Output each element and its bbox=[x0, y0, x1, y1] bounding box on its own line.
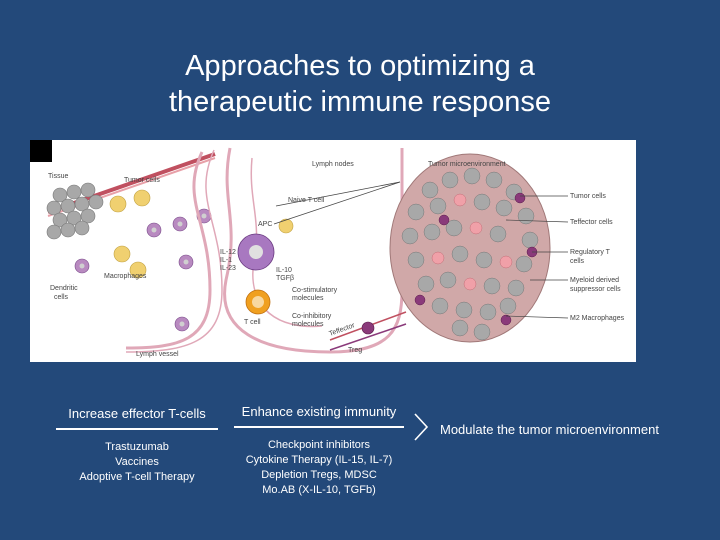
label-costim-1: Co-stimulatory bbox=[292, 287, 338, 294]
label-tumor-microenvironment: Tumor microenvironment bbox=[428, 161, 506, 168]
approach-immunity-heading: Enhance existing immunity bbox=[241, 404, 397, 419]
label-tissue: Tissue bbox=[48, 173, 68, 180]
label-teffector-cells: Teffector cells bbox=[570, 219, 613, 226]
tumor-mass-cells bbox=[401, 167, 539, 341]
panel-marker bbox=[30, 140, 52, 162]
title-line-1: Approaches to optimizing a bbox=[185, 50, 535, 82]
list-item: Mo.AB (X-IL-10, TGFb) bbox=[262, 484, 376, 496]
tumor-cluster-left bbox=[46, 182, 104, 240]
label-apc: APC bbox=[258, 221, 272, 228]
label-mdsc-2: suppressor cells bbox=[570, 286, 621, 293]
tumor-mass bbox=[389, 153, 551, 343]
label-t-cell: T cell bbox=[244, 319, 261, 326]
list-item: Adoptive T-cell Therapy bbox=[79, 471, 195, 483]
lymph-node-outline bbox=[223, 147, 404, 354]
label-macrophages: Macrophages bbox=[104, 273, 147, 280]
tumor-mass-effector-cells bbox=[431, 193, 513, 291]
label-lymph-nodes: Lymph nodes bbox=[312, 161, 354, 168]
approach-immunity: Enhance existing immunity Checkpoint inh… bbox=[234, 404, 404, 498]
label-leader-lines bbox=[505, 195, 569, 319]
label-mdsc-1: Myeloid derived bbox=[570, 277, 619, 284]
label-costim-2: molecules bbox=[292, 295, 324, 302]
dendritic-cells bbox=[74, 208, 212, 332]
label-regulatory-t-2: cells bbox=[570, 258, 585, 265]
list-item: Vaccines bbox=[115, 456, 159, 468]
list-item: Depletion Tregs, MDSC bbox=[261, 469, 377, 481]
chevron-right-icon bbox=[414, 413, 429, 441]
approach-effector-divider bbox=[56, 428, 218, 430]
label-coinhib-2: molecules bbox=[292, 321, 324, 328]
lymph-vessel bbox=[125, 151, 212, 350]
list-item: Checkpoint inhibitors bbox=[267, 439, 371, 451]
label-tumor-cells-left: Tumor cells bbox=[124, 177, 160, 184]
approach-effector-heading: Increase effector T-cells bbox=[68, 406, 206, 421]
label-naive-t-cell: Naive T cell bbox=[288, 197, 325, 204]
label-m2-macrophages: M2 Macrophages bbox=[570, 315, 625, 322]
approach-immunity-divider bbox=[234, 426, 404, 428]
label-coinhib-1: Co-inhibitory bbox=[292, 313, 332, 320]
label-il12: IL-12 bbox=[220, 249, 236, 256]
label-lymph-vessel: Lymph vessel bbox=[136, 351, 179, 358]
label-treg: Treg bbox=[348, 347, 362, 354]
label-il10: IL-10 bbox=[276, 267, 292, 274]
slide-title: Approaches to optimizing a therapeutic i… bbox=[0, 48, 720, 120]
approach-effector: Increase effector T-cells Trastuzumab Va… bbox=[56, 406, 218, 485]
label-dendritic-1: Dendritic bbox=[50, 285, 78, 292]
label-dendritic-2: cells bbox=[54, 294, 69, 301]
list-item: Trastuzumab bbox=[105, 441, 169, 453]
label-tgfb: TGFβ bbox=[276, 275, 294, 282]
approach-microenvironment-heading: Modulate the tumor microenvironment bbox=[440, 422, 659, 437]
naive-t-cell bbox=[278, 218, 294, 234]
macrophage-cells bbox=[109, 189, 151, 279]
label-il23: IL-23 bbox=[220, 265, 236, 272]
label-il1: IL-1 bbox=[220, 257, 232, 264]
list-item: Cytokine Therapy (IL-15, IL-7) bbox=[245, 454, 393, 466]
label-regulatory-t-1: Regulatory T bbox=[570, 249, 611, 256]
immune-response-figure: Tissue Tumor cells Macrophages Dendritic… bbox=[30, 140, 636, 362]
tumor-mass-treg-cells bbox=[414, 192, 538, 326]
figure-illustration: Tissue Tumor cells Macrophages Dendritic… bbox=[30, 140, 625, 358]
label-tumor-cells-right: Tumor cells bbox=[570, 193, 606, 200]
title-line-2: therapeutic immune response bbox=[168, 86, 552, 118]
